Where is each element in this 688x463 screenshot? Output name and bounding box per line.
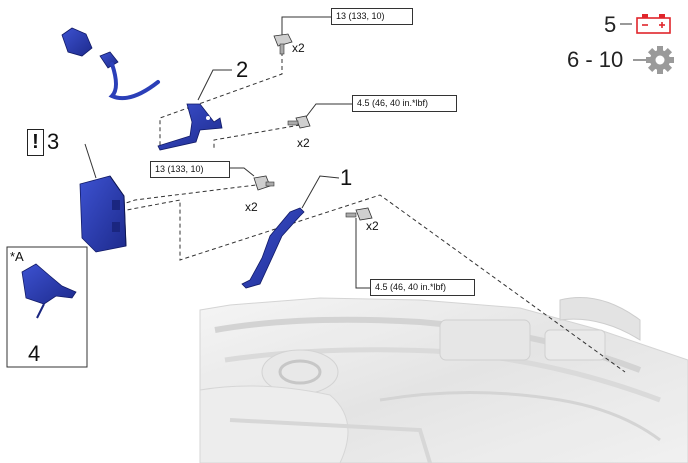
bolt-mid-right <box>287 115 311 129</box>
torque-spec-mid-left: 13 (133, 10) <box>150 161 230 178</box>
quantity-top-bolt: x2 <box>292 41 305 55</box>
callout-part-3: 3 <box>47 129 60 154</box>
caution-mark: ! <box>27 129 44 156</box>
detail-a-label: *A <box>10 249 24 264</box>
callout-part-2: 2 <box>236 57 249 82</box>
quantity-mid-left: x2 <box>245 200 258 214</box>
ground-strap-part-1 <box>241 207 305 289</box>
quantity-mid-right: x2 <box>297 136 310 150</box>
torque-spec-bottom-right: 4.5 (46, 40 in.*lbf) <box>370 279 475 296</box>
bolt-top <box>273 33 293 55</box>
bolt-bottom-right <box>345 207 373 221</box>
step-gear-label: 6 - 10 <box>567 47 624 72</box>
gear-icon <box>646 46 674 74</box>
callout-part-1: 1 <box>340 165 353 190</box>
bolt-mid-left <box>253 175 275 191</box>
torque-spec-top-bolt: 13 (133, 10) <box>331 8 413 25</box>
quantity-bottom-right: x2 <box>366 219 379 233</box>
ecu-part-3 <box>79 175 127 253</box>
step-battery-label: 5 <box>604 12 617 37</box>
battery-terminal-icon <box>636 14 671 34</box>
bracket-part-2 <box>157 103 223 151</box>
engine-bay-illustration <box>199 297 688 463</box>
connector-part <box>61 27 160 101</box>
solid-leader-lines <box>36 16 646 340</box>
detail-a-frame <box>6 246 88 368</box>
torque-spec-mid-right: 4.5 (46, 40 in.*lbf) <box>352 95 457 112</box>
callout-part-4: 4 <box>28 341 41 366</box>
